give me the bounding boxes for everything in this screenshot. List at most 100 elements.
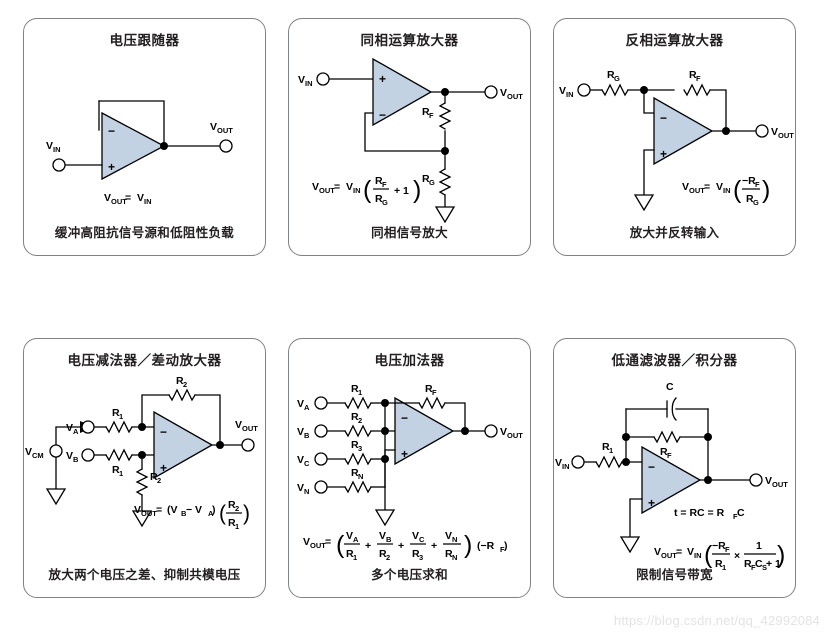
label-vcm-sub: CM (32, 451, 44, 460)
circuit-voltage-follower: − + V IN V OUT V OUT = V IN (46, 100, 233, 206)
equation-paren-open: ( (219, 502, 226, 525)
equation-v: V (346, 181, 353, 193)
label-vn: V (297, 482, 304, 494)
panel-voltage-subtractor[interactable]: 电压减法器／差动放大器 (23, 338, 266, 598)
opamp-plus-sign: + (660, 147, 667, 161)
opamp-plus-sign: + (108, 160, 115, 174)
panel-caption: 多个电压求和 (371, 568, 448, 582)
equation-term3-den-sub: 3 (419, 553, 423, 562)
tau-equation-b: C (737, 507, 745, 519)
opamp-minus-sign: − (160, 425, 167, 439)
panel-title: 同相运算放大器 (360, 33, 459, 48)
equation-group-open: (V (167, 504, 178, 516)
equation-lhs: V (134, 504, 141, 516)
equation-den2b: C (755, 558, 763, 570)
opamp-minus-sign: − (108, 124, 115, 138)
circuit-voltage-adder: − + V A V B V C V N V OUT R 1 R 2 R 3 R … (297, 383, 523, 562)
label-rg-sub: G (429, 178, 435, 187)
equation-tail-close: ) (504, 540, 508, 552)
panel-voltage-follower[interactable]: 电压跟随器 − + V IN V OUT (23, 18, 266, 256)
equation-term4-num: V (445, 530, 452, 542)
opamp-minus-sign: − (660, 111, 667, 125)
resistor-rg (438, 168, 452, 196)
equation-rhs-sub: IN (144, 197, 152, 206)
equation-paren-open: ( (733, 176, 742, 204)
resistor-r2-ground (135, 468, 149, 496)
label-vout-sub: OUT (217, 126, 233, 135)
label-r2: R (351, 411, 359, 423)
label-rf: R (425, 383, 433, 395)
label-r2-sub: 2 (358, 416, 362, 425)
panel-caption: 放大两个电压之差、抑制共模电压 (48, 568, 241, 582)
resistor-rg (601, 83, 629, 97)
label-vout-sub: OUT (242, 424, 258, 433)
equation-v-sub: IN (353, 186, 361, 195)
equation-term1-den: R (346, 548, 354, 560)
panel-caption: 同相信号放大 (371, 226, 448, 240)
label-rf-sub: F (429, 111, 434, 120)
equation-term4-den: R (445, 548, 453, 560)
label-r2-feedback-sub: 2 (183, 380, 187, 389)
equation-term1-num-sub: A (353, 535, 359, 544)
watermark: https://blog.csdn.net/qq_42992084 (613, 613, 820, 628)
equation-paren-open: ( (704, 541, 713, 569)
equation-term4-num-sub: N (452, 535, 457, 544)
label-rf-sub: F (667, 451, 672, 460)
row-spacer (23, 256, 818, 338)
equation-op-3: + (431, 540, 437, 552)
equation-num-sub: F (755, 180, 760, 189)
equation-group-close: ) (212, 504, 216, 516)
label-r1: R (602, 441, 610, 453)
panel-voltage-adder[interactable]: 电压加法器 (288, 338, 531, 598)
resistor-rf (418, 396, 446, 410)
label-vb-sub: B (304, 431, 310, 440)
resistor-r2-feedback (168, 388, 196, 402)
label-r2-feedback: R (176, 375, 184, 387)
label-rf-sub: F (696, 74, 701, 83)
equation-den-sub: 1 (235, 522, 239, 531)
equation-equals: = (156, 504, 162, 516)
panel-title: 低通滤波器／积分器 (611, 353, 738, 368)
resistor-rn (344, 480, 372, 494)
equation-group-minus: − V (186, 504, 202, 516)
equation-group-b-sub: B (181, 509, 187, 518)
equation-equals: = (704, 181, 710, 193)
equation-term3-num-sub: C (419, 535, 425, 544)
label-rf: R (660, 446, 668, 458)
equation-v-sub: IN (694, 551, 702, 560)
resistor-rf (438, 102, 452, 130)
equation-den: R (228, 517, 236, 529)
panel-inverting-amplifier[interactable]: 反相运算放大器 (553, 18, 796, 256)
equation-v-sub: IN (723, 186, 731, 195)
equation-tail-sub: F (500, 545, 505, 554)
panel-caption: 放大并反转输入 (629, 226, 720, 240)
opamp-plus-sign: + (648, 496, 655, 510)
panel-non-inverting-amplifier[interactable]: 同相运算放大器 (288, 18, 531, 256)
equation-lhs: V (303, 536, 310, 548)
resistor-rf (683, 83, 711, 97)
label-vout-sub: OUT (778, 131, 794, 140)
tau-equation-a: t = RC = R (674, 507, 725, 519)
equation-lhs: V (312, 181, 319, 193)
equation-lhs: V (682, 181, 689, 193)
label-rg: R (422, 173, 430, 185)
equation-lhs: V (104, 192, 111, 204)
panel-low-pass-filter[interactable]: 低通滤波器／积分器 (553, 338, 796, 598)
equation-v: V (716, 181, 723, 193)
equation-den2b-sub: S (762, 563, 767, 572)
label-r1-sub: 1 (358, 388, 362, 397)
equation-times: × (734, 550, 740, 562)
label-vout-sub: OUT (507, 431, 523, 440)
label-vout: V (771, 126, 778, 138)
equation-den1: R (715, 558, 723, 570)
equation-equals: = (676, 546, 682, 558)
panel-title: 电压减法器／差动放大器 (67, 353, 222, 368)
equation-equals: = (125, 192, 131, 204)
label-vc-sub: C (304, 459, 310, 468)
equation-lhs-sub: OUT (310, 541, 326, 550)
circuit-low-pass-filter: − + V IN V OUT C R 1 R F t = RC = R F C … (555, 381, 788, 572)
equation-num-sub: 2 (235, 504, 239, 513)
label-vb: V (66, 450, 73, 462)
opamp-minus-sign: − (401, 411, 408, 425)
label-r1-sub: 1 (609, 446, 613, 455)
